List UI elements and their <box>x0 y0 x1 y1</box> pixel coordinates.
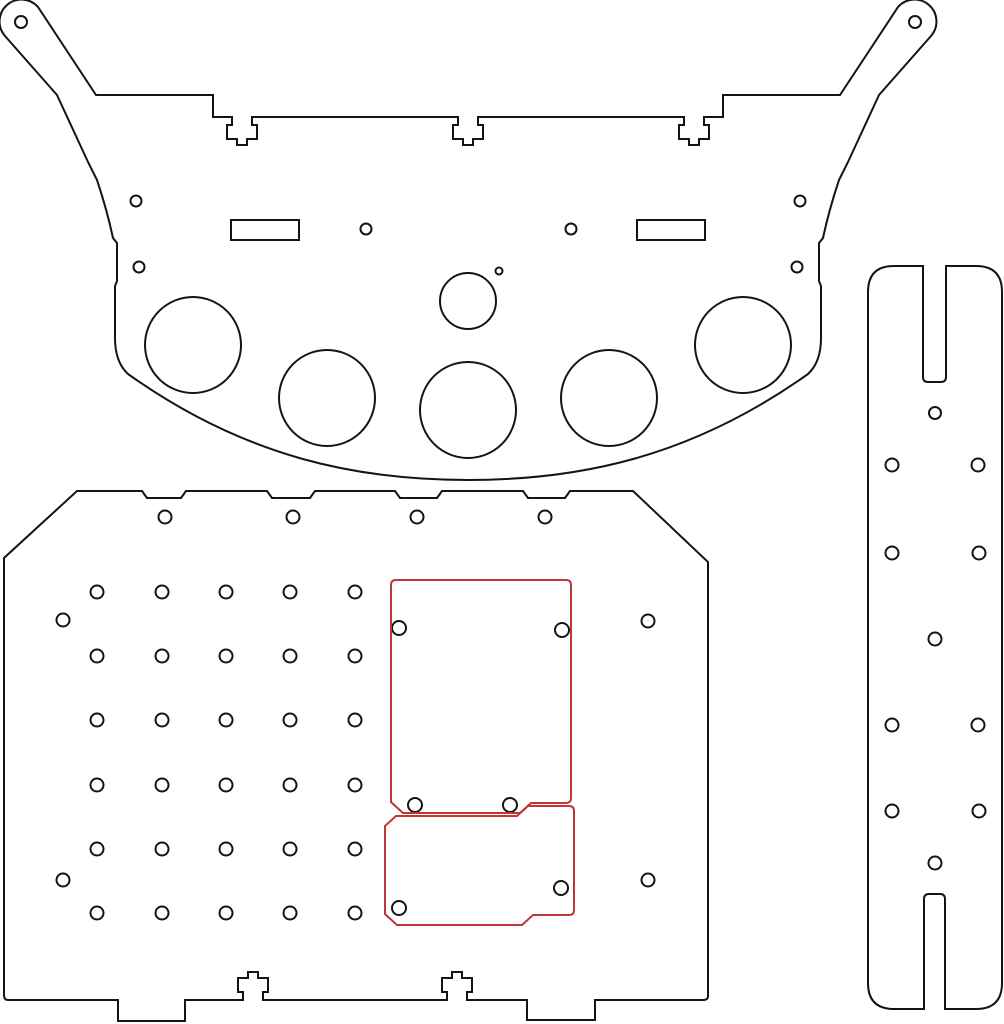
base-plate-hole <box>407 797 423 813</box>
side-plate-hole <box>884 803 900 819</box>
gauge-panel-hole <box>793 194 807 208</box>
base-plate-hole <box>89 841 105 857</box>
base-plate-hole <box>154 905 170 921</box>
base-plate-hole <box>157 509 173 525</box>
gauge-panel-hole <box>694 296 792 394</box>
side-plate-hole <box>928 406 942 420</box>
base-plate-hole <box>55 612 71 628</box>
highlight-bracket-upper <box>390 579 572 814</box>
gauge-panel-hole <box>14 15 28 29</box>
side-plate-hole <box>884 457 900 473</box>
base-plate-hole <box>285 509 301 525</box>
base-plate-hole <box>282 648 298 664</box>
gauge-panel-hole <box>278 349 376 447</box>
base-plate-hole <box>89 905 105 921</box>
gauge-panel-hole <box>494 266 504 276</box>
gauge-panel-hole <box>419 361 517 459</box>
gauge-panel-hole <box>132 260 146 274</box>
base-plate-hole <box>154 584 170 600</box>
base-plate <box>3 490 709 1022</box>
base-plate-hole <box>282 777 298 793</box>
gauge-panel <box>0 0 938 482</box>
base-plate-hole <box>409 509 425 525</box>
base-plate-hole <box>554 622 570 638</box>
side-plate-hole <box>884 717 900 733</box>
base-plate-hole <box>154 841 170 857</box>
side-plate <box>867 265 1003 1010</box>
highlight-bracket-lower <box>384 805 575 926</box>
highlight-bracket-lower-outline <box>384 805 575 926</box>
base-plate-hole <box>218 905 234 921</box>
gauge-panel-hole <box>144 296 242 394</box>
base-plate-hole <box>347 777 363 793</box>
base-plate-hole <box>282 905 298 921</box>
gauge-panel-hole <box>564 222 578 236</box>
base-plate-hole <box>347 584 363 600</box>
gauge-panel-outline <box>0 0 938 482</box>
base-plate-hole <box>55 872 71 888</box>
base-plate-hole <box>347 712 363 728</box>
side-plate-hole <box>970 457 986 473</box>
base-plate-hole <box>154 712 170 728</box>
gauge-panel-hole <box>359 222 373 236</box>
highlight-bracket-upper-outline <box>390 579 572 814</box>
base-plate-hole <box>89 648 105 664</box>
base-plate-hole <box>553 880 569 896</box>
base-plate-hole <box>218 712 234 728</box>
gauge-panel-hole <box>560 349 658 447</box>
base-plate-hole <box>218 648 234 664</box>
side-plate-outline <box>867 265 1003 1010</box>
side-plate-hole <box>971 803 987 819</box>
base-plate-hole <box>282 841 298 857</box>
side-plate-hole <box>927 631 943 647</box>
base-plate-hole <box>282 712 298 728</box>
base-plate-hole <box>391 620 407 636</box>
gauge-panel-rect-slot <box>636 219 706 241</box>
base-plate-hole <box>347 841 363 857</box>
side-plate-hole <box>970 717 986 733</box>
base-plate-hole <box>537 509 553 525</box>
base-plate-hole <box>347 648 363 664</box>
gauge-panel-hole <box>129 194 143 208</box>
base-plate-hole <box>89 777 105 793</box>
base-plate-hole <box>282 584 298 600</box>
side-plate-hole <box>927 855 943 871</box>
gauge-panel-hole <box>790 260 804 274</box>
base-plate-hole <box>218 584 234 600</box>
base-plate-hole <box>89 584 105 600</box>
base-plate-hole <box>391 900 407 916</box>
base-plate-hole <box>640 613 656 629</box>
base-plate-hole <box>640 872 656 888</box>
base-plate-hole <box>218 777 234 793</box>
base-plate-hole <box>154 648 170 664</box>
side-plate-hole <box>971 545 987 561</box>
base-plate-outline <box>3 490 709 1022</box>
base-plate-hole <box>502 797 518 813</box>
base-plate-hole <box>347 905 363 921</box>
side-plate-hole <box>884 545 900 561</box>
gauge-panel-rect-slot <box>230 219 300 241</box>
base-plate-hole <box>89 712 105 728</box>
gauge-panel-hole <box>439 272 497 330</box>
base-plate-hole <box>218 841 234 857</box>
gauge-panel-hole <box>908 15 922 29</box>
base-plate-hole <box>154 777 170 793</box>
